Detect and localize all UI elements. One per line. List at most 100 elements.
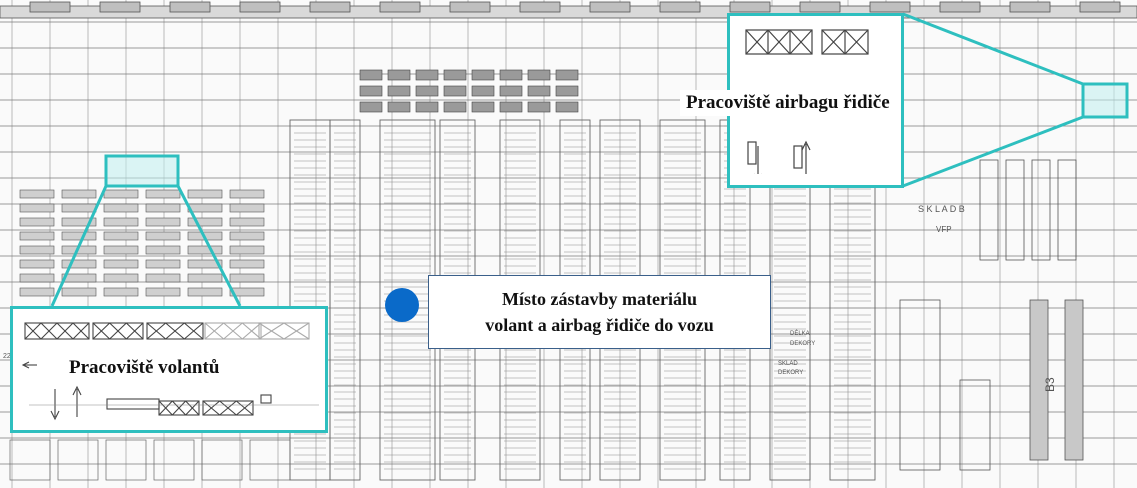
- bay: [57, 439, 99, 481]
- rack: [1005, 159, 1025, 261]
- shelf-block: [187, 273, 223, 283]
- shelf-block: [103, 203, 139, 213]
- rack-cross: [185, 400, 200, 416]
- shelf-block: [229, 189, 265, 199]
- shelf-block: [103, 189, 139, 199]
- shelf-block: [145, 203, 181, 213]
- shelf-block: [187, 203, 223, 213]
- legend-line-1: Místo zástavby materiálu: [502, 289, 697, 309]
- shelf-block: [19, 287, 55, 297]
- rack-cross: [158, 400, 173, 416]
- shelf-block: [61, 217, 97, 227]
- storage-block: [499, 85, 523, 97]
- airbag-racks-illustration: [745, 29, 869, 174]
- rack-cross: [204, 322, 225, 340]
- shelf-block: [19, 203, 55, 213]
- plan-label-dekory: DEKORY: [790, 341, 815, 347]
- rack-cross: [24, 322, 42, 340]
- rack-frame: [202, 400, 254, 416]
- shelf-block: [61, 287, 97, 297]
- top-building-block: [239, 1, 281, 13]
- airbag-workplace-title: Pracoviště airbagu řidiče: [680, 90, 896, 116]
- rack-cross: [72, 322, 90, 340]
- shelf-block: [19, 273, 55, 283]
- steering-workplace-callout: Pracoviště volantů: [10, 306, 328, 433]
- top-building-block: [659, 1, 701, 13]
- bay: [9, 439, 51, 481]
- rack-cross: [219, 400, 237, 416]
- rack-cross: [109, 322, 127, 340]
- shelf-block: [229, 217, 265, 227]
- rack-cross: [125, 322, 144, 340]
- storage-block: [527, 101, 551, 113]
- storage-block: [443, 69, 467, 81]
- shelf-block: [229, 287, 265, 297]
- shelf-block: [61, 259, 97, 269]
- plan-label-b3: B3: [1043, 377, 1057, 392]
- storage-block: [471, 69, 495, 81]
- shelf-block: [61, 231, 97, 241]
- rack: [1031, 159, 1051, 261]
- plan-label-sklad-2: SKLAD: [778, 361, 798, 367]
- rack: [1029, 299, 1049, 461]
- top-building-block: [169, 1, 211, 13]
- shelf-block: [229, 231, 265, 241]
- storage-block: [471, 85, 495, 97]
- steering-racks-illustration: [21, 322, 319, 421]
- storage-block: [555, 69, 579, 81]
- rack-frame: [146, 322, 204, 340]
- top-building-block: [449, 1, 491, 13]
- rack: [1064, 299, 1084, 461]
- rack-cross: [202, 400, 221, 416]
- shelf-block: [145, 259, 181, 269]
- plan-label-vfp: VFP: [936, 225, 952, 234]
- rack-frame: [24, 322, 90, 340]
- shelf-block: [103, 217, 139, 227]
- top-building-block: [939, 1, 981, 13]
- shelf-block: [103, 231, 139, 241]
- rack-cross: [283, 322, 310, 340]
- rack-frame: [204, 322, 262, 340]
- top-building-block: [1079, 1, 1121, 13]
- storage-block: [527, 69, 551, 81]
- storage-block: [415, 85, 439, 97]
- top-building-block: [729, 1, 771, 13]
- legend-line-2: volant a airbag řidiče do vozu: [485, 315, 714, 335]
- storage-block: [499, 69, 523, 81]
- storage-block: [387, 85, 411, 97]
- shelf-block: [187, 287, 223, 297]
- storage-block: [415, 69, 439, 81]
- shelf-block: [145, 273, 181, 283]
- bay: [201, 439, 243, 481]
- storage-block: [359, 69, 383, 81]
- shelf-block: [61, 273, 97, 283]
- rack: [1057, 159, 1077, 261]
- storage-block: [387, 101, 411, 113]
- installation-location-legend: Místo zástavby materiálu volant a airbag…: [428, 275, 771, 349]
- installation-location-marker: [385, 288, 419, 322]
- bay: [249, 439, 291, 481]
- plan-label-dekory-2: DEKORY: [778, 370, 803, 376]
- storage-block: [499, 101, 523, 113]
- top-building-block: [589, 1, 631, 13]
- storage-block: [555, 101, 579, 113]
- storage-block: [359, 101, 383, 113]
- production-line: [329, 119, 361, 481]
- storage-block: [527, 85, 551, 97]
- shelf-block: [145, 231, 181, 241]
- storage-block: [359, 85, 383, 97]
- shelf-block: [229, 245, 265, 255]
- steering-connector-right: [176, 185, 242, 307]
- shelf-block: [103, 273, 139, 283]
- shelf-block: [229, 273, 265, 283]
- shelf-block: [187, 189, 223, 199]
- storage-block: [443, 101, 467, 113]
- shelf-block: [187, 259, 223, 269]
- shelf-block: [61, 189, 97, 199]
- storage-block: [415, 101, 439, 113]
- top-building-block: [799, 1, 841, 13]
- rack-cross: [171, 400, 187, 416]
- top-building-block: [29, 1, 71, 13]
- airbag-workplace-callout: Pracoviště airbagu řidiče: [680, 13, 904, 188]
- shelf-block: [19, 245, 55, 255]
